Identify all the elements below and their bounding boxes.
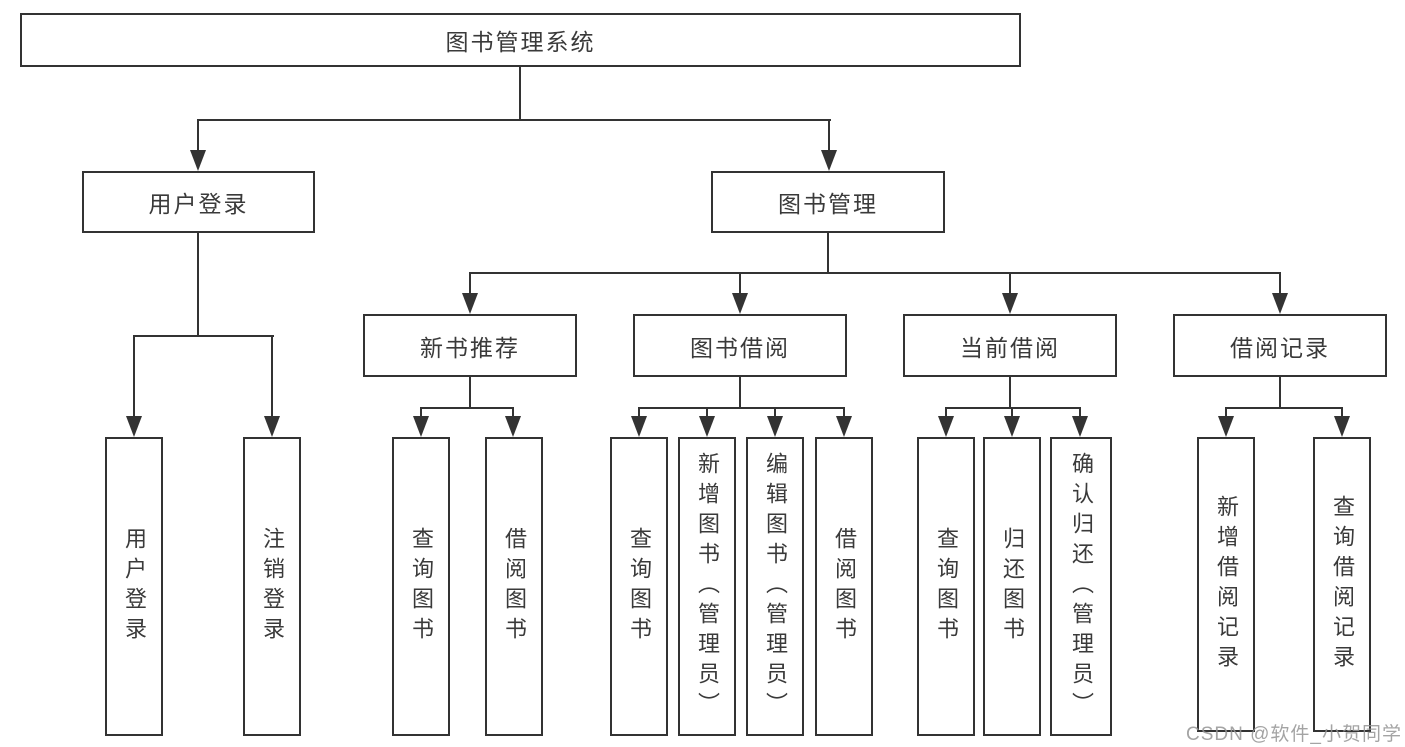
node-label: 新增借阅记录 [1214,494,1239,675]
arrowhead-down [631,416,647,437]
node-label: 新增图书（管理员） [695,451,720,722]
connector-line [519,67,521,120]
node-borrow-books-recommend: 借阅图书 [485,437,543,736]
node-query-books-current: 查询图书 [917,437,975,736]
connector-line [1341,407,1343,418]
connector-line [1225,407,1227,418]
arrowhead-down [1272,293,1288,314]
node-add-borrow-record: 新增借阅记录 [1197,437,1255,732]
connector-line [197,233,199,337]
connector-line [512,407,514,418]
node-book-borrowing: 图书借阅 [633,314,847,377]
arrowhead-down [505,416,521,437]
node-label: 用户登录 [148,191,249,217]
connector-line [1009,376,1011,408]
connector-line [1279,272,1281,296]
connector-line [271,335,273,417]
arrowhead-down [1072,416,1088,437]
arrowhead-down [836,416,852,437]
node-label: 借阅图书 [832,526,857,647]
arrowhead-down [1002,293,1018,314]
connector-line [638,407,845,409]
arrowhead-down [1004,416,1020,437]
arrowhead-down [938,416,954,437]
node-label: 查询图书 [409,526,434,647]
node-logout: 注销登录 [243,437,301,736]
connector-line [739,376,741,408]
node-label: 当前借阅 [960,334,1060,361]
node-label: 图书借阅 [690,334,790,361]
arrowhead-down [462,293,478,314]
node-label: 注销登录 [260,526,285,647]
node-label: 确认归还（管理员） [1069,451,1094,722]
node-label: 图书管理 [778,191,878,217]
arrowhead-down [413,416,429,437]
node-new-book-recommend: 新书推荐 [363,314,577,377]
connector-line [469,272,1281,274]
connector-line [1225,407,1342,409]
node-query-books-recommend: 查询图书 [392,437,450,736]
connector-line [197,119,831,121]
connector-line [1011,407,1013,418]
node-current-borrowing: 当前借阅 [903,314,1117,377]
node-label: 用户登录 [122,526,147,647]
node-query-borrow-record: 查询借阅记录 [1313,437,1371,732]
arrowhead-down [190,150,206,171]
connector-line [420,407,514,409]
node-edit-books-admin: 编辑图书（管理员） [746,437,804,736]
connector-line [774,407,776,418]
arrowhead-down [699,416,715,437]
node-add-books-admin: 新增图书（管理员） [678,437,736,736]
node-label: 查询借阅记录 [1330,494,1355,675]
connector-line [133,335,274,337]
csdn-watermark: CSDN @软件_小贺同学 [1186,724,1402,745]
connector-line [1079,407,1081,418]
node-return-books: 归还图书 [983,437,1041,736]
node-confirm-return-admin: 确认归还（管理员） [1050,437,1112,736]
connector-line [1009,272,1011,296]
connector-line [638,407,640,418]
node-label: 查询图书 [627,526,652,647]
connector-line [133,335,135,417]
arrowhead-down [767,416,783,437]
arrowhead-down [126,416,142,437]
connector-line [706,407,708,418]
node-label: 借阅图书 [502,526,527,647]
connector-line [843,407,845,418]
node-label: 借阅记录 [1230,334,1330,361]
node-book-management-system: 图书管理系统 [20,13,1021,67]
connector-line [197,119,199,152]
arrowhead-down [732,293,748,314]
arrowhead-down [821,150,837,171]
node-book-management: 图书管理 [711,171,945,233]
node-user-login: 用户登录 [82,171,315,233]
arrowhead-down [264,416,280,437]
connector-line [420,407,422,418]
node-borrowing-records: 借阅记录 [1173,314,1387,377]
connector-line [945,407,947,418]
node-label: 查询图书 [934,526,959,647]
connector-line [827,233,829,273]
node-borrow-books-borrowing: 借阅图书 [815,437,873,736]
node-label: 归还图书 [1000,526,1025,647]
connector-line [1279,376,1281,408]
node-label: 图书管理系统 [445,29,596,55]
connector-line [945,407,1081,409]
node-label: 编辑图书（管理员） [763,451,788,722]
connector-line [828,119,830,152]
connector-line [469,376,471,408]
node-label: 新书推荐 [420,334,520,361]
node-user-login-leaf: 用户登录 [105,437,163,736]
arrowhead-down [1334,416,1350,437]
arrowhead-down [1218,416,1234,437]
connector-line [739,272,741,296]
connector-line [469,272,471,296]
node-query-books-borrowing: 查询图书 [610,437,668,736]
